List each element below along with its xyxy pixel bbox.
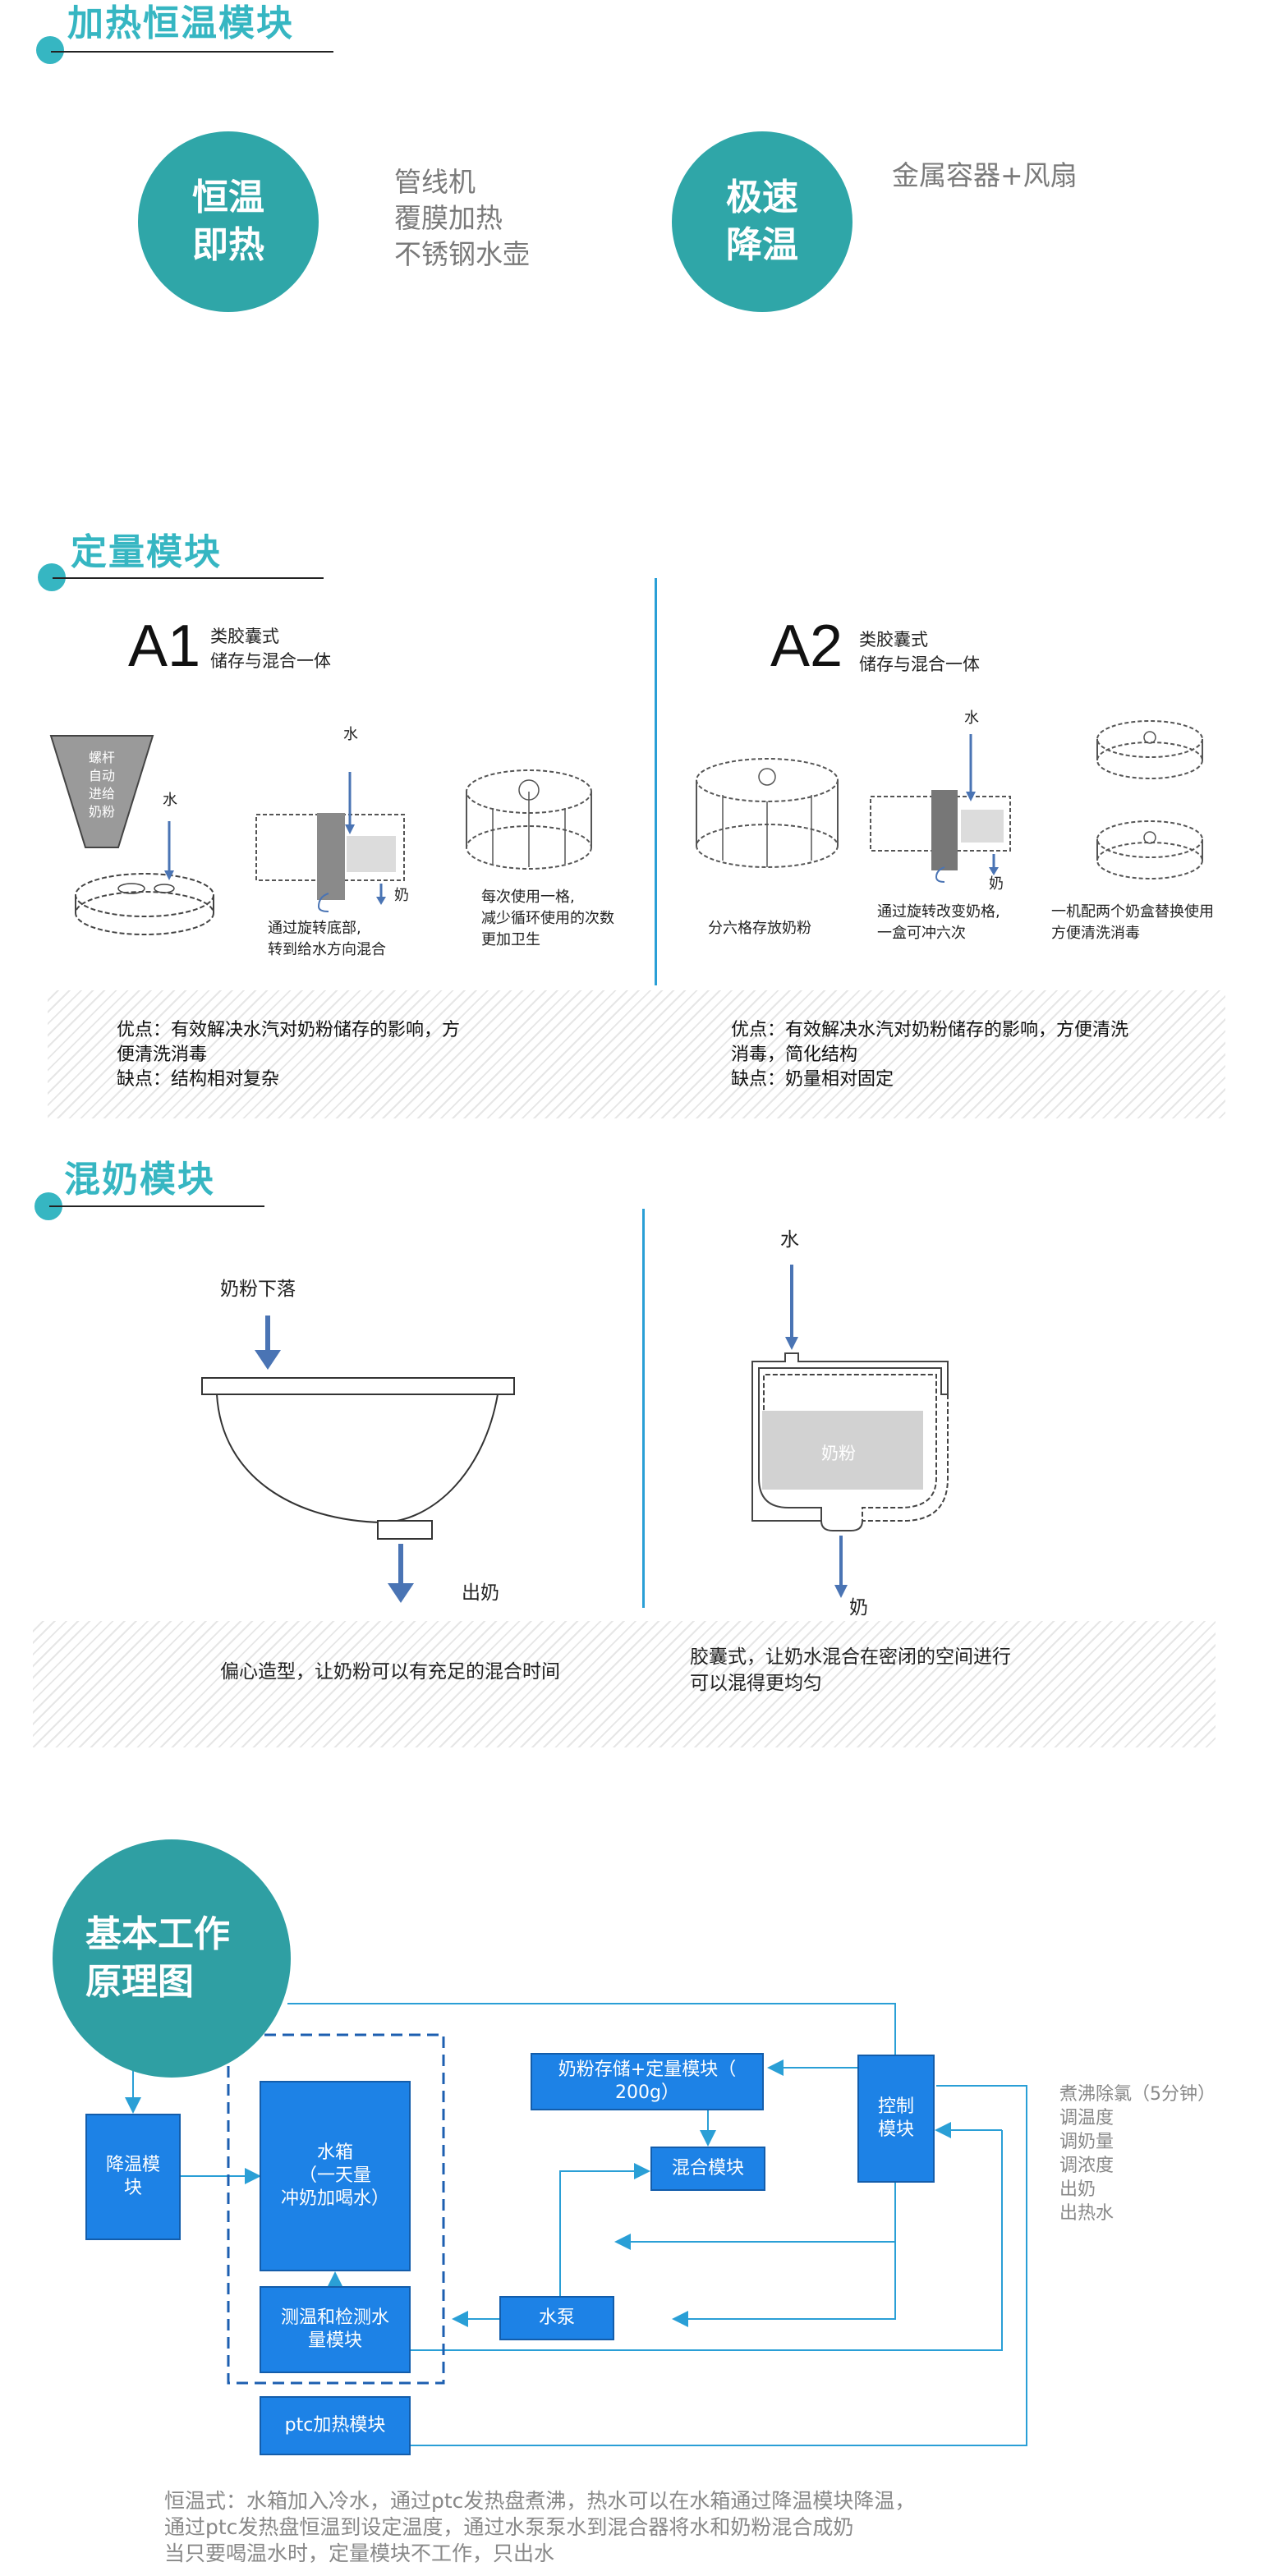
a1-caption-cycle: 每次使用一格, 减少循环使用的次数 更加卫生 bbox=[481, 889, 614, 948]
section-title-mixing: 混奶模块 bbox=[64, 1159, 215, 1201]
section-underline-heating bbox=[51, 51, 333, 53]
rapid-cool-circle: 极速 降温 bbox=[672, 131, 852, 312]
funnel-label: 螺杆 自动 进给 奶粉 bbox=[88, 750, 115, 820]
constant-temp-circle: 恒温 即热 bbox=[138, 131, 319, 312]
out-milk-label: 出奶 bbox=[462, 1582, 499, 1603]
control-functions-list: 煮沸除氯（5分钟） 调温度 调奶量 调浓度 出奶 出热水 bbox=[1059, 2084, 1216, 2224]
section-dot-heating bbox=[36, 36, 64, 64]
workflow-connectors bbox=[125, 2003, 1027, 2446]
water-pump-box: 水泵 bbox=[499, 2296, 614, 2340]
a1-subtitle: 类胶囊式 储存与混合一体 bbox=[210, 627, 331, 671]
mixer-water-label: 水 bbox=[780, 1229, 799, 1250]
a1-sketches bbox=[49, 735, 592, 935]
principle-footer: 恒温式：水箱加入冷水，通过ptc发热盘煮沸，热水可以在水箱通过降温模块降温， 通… bbox=[164, 2489, 916, 2565]
a1-water-label-1: 水 bbox=[163, 792, 177, 809]
mixing-divider bbox=[642, 1209, 645, 1608]
a1-base-disc bbox=[75, 873, 214, 917]
milk-powder-label: 奶粉 bbox=[821, 1444, 856, 1463]
milk-powder-block bbox=[762, 1411, 923, 1490]
tank-group-dashed bbox=[227, 2033, 445, 2385]
a2-box-top bbox=[1096, 720, 1203, 758]
control-module-box: 控制 模块 bbox=[857, 2055, 935, 2183]
capsule-outline bbox=[751, 1352, 949, 1522]
eccentric-bowl-sketch bbox=[201, 1316, 515, 1603]
a2-six-cell-disc bbox=[696, 758, 839, 802]
a2-caption-six: 分六格存放奶粉 bbox=[708, 920, 811, 937]
a1-label: A1 bbox=[128, 613, 201, 679]
mixing-desc-right: 胶囊式，让奶水混合在密闭的空间进行 可以混得更均匀 bbox=[690, 1646, 1011, 1693]
a2-caption-change: 通过旋转改变奶格, 一盒可冲六次 bbox=[877, 903, 1000, 942]
section-underline-dosing bbox=[53, 577, 324, 579]
principle-circle: 基本工作 原理图 bbox=[53, 1839, 291, 2078]
section-title-heating: 加热恒温模块 bbox=[67, 2, 294, 44]
bowl-outlet bbox=[377, 1520, 433, 1540]
capsule-mixer-sketch bbox=[751, 1265, 949, 1598]
a2-caption-two: 一机配两个奶盒替换使用 方便清洗消毒 bbox=[1051, 903, 1214, 942]
sensor-module-box: 测温和检测水 量模块 bbox=[260, 2286, 411, 2373]
mixing-desc-left: 偏心造型，让奶粉可以有充足的混合时间 bbox=[220, 1661, 560, 1682]
water-tank-box: 水箱 （一天量 冲奶加喝水） bbox=[260, 2081, 411, 2271]
a1-water-label-2: 水 bbox=[343, 726, 358, 743]
section-title-dosing: 定量模块 bbox=[71, 531, 222, 573]
a2-subtitle: 类胶囊式 储存与混合一体 bbox=[859, 630, 980, 674]
powder-fall-label: 奶粉下落 bbox=[220, 1279, 296, 1299]
storage-dosing-box: 奶粉存储+定量模块（ 200g） bbox=[531, 2053, 764, 2110]
ptc-heating-box: ptc加热模块 bbox=[260, 2396, 411, 2455]
a1-caption-rotate: 通过旋转底部, 转到给水方向混合 bbox=[268, 920, 386, 958]
a2-box-bottom bbox=[1096, 820, 1203, 858]
a2-label: A2 bbox=[770, 613, 843, 679]
dosing-divider bbox=[655, 578, 657, 985]
a2-water-label: 水 bbox=[964, 709, 979, 727]
bowl-rim bbox=[201, 1377, 515, 1395]
constant-temp-list: 管线机 覆膜加热 不锈钢水壶 bbox=[394, 166, 530, 270]
bowl-body bbox=[216, 1394, 499, 1524]
dosing-pros-cons-panel bbox=[48, 990, 1225, 1118]
a1-pros-cons: 优点：有效解决水汽对奶粉储存的影响，方 便清洗消毒 缺点：结构相对复杂 bbox=[117, 1020, 461, 1090]
mixing-module-box: 混合模块 bbox=[650, 2147, 765, 2191]
a2-pros-cons: 优点：有效解决水汽对奶粉储存的影响，方便清洗 消毒，简化结构 缺点：奶量相对固定 bbox=[731, 1020, 1129, 1090]
section-underline-mixing bbox=[49, 1205, 264, 1207]
cooling-module-box: 降温模 块 bbox=[85, 2114, 181, 2240]
a1-milk-label: 奶 bbox=[394, 887, 409, 904]
screw-funnel bbox=[49, 735, 154, 848]
rapid-cool-list: 金属容器+风扇 bbox=[892, 159, 1078, 191]
mixing-desc-panel bbox=[33, 1621, 1216, 1747]
a2-sketches bbox=[696, 720, 1203, 883]
mixer-milk-label: 奶 bbox=[849, 1597, 868, 1618]
a2-milk-label: 奶 bbox=[989, 875, 1004, 893]
